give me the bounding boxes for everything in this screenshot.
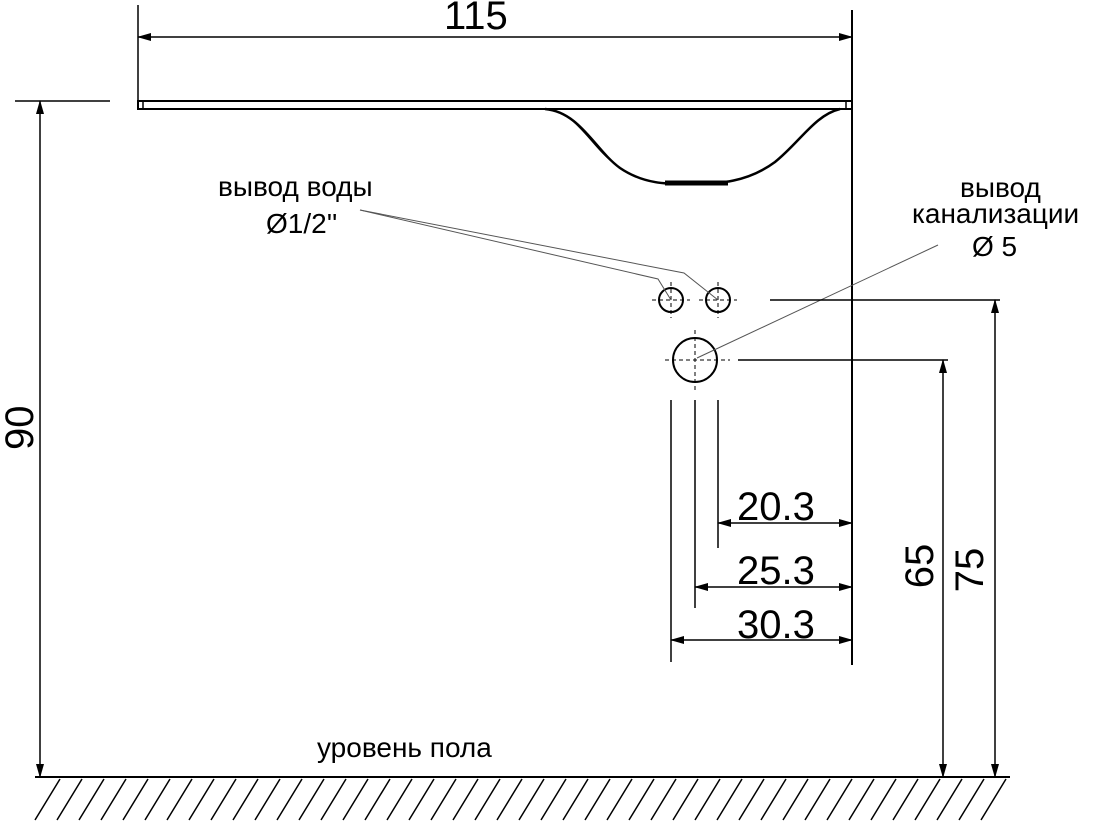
drain-outlet-leader	[696, 244, 939, 359]
drain-outlet-label-line1: вывод	[960, 172, 1041, 203]
drain-outlet-size-label: Ø 5	[972, 231, 1018, 262]
basin-shape	[137, 100, 853, 186]
width-dimension-label: 115	[444, 0, 508, 38]
height-dimension-label: 90	[0, 405, 42, 451]
water-outlet-label: вывод воды	[218, 171, 373, 202]
left-pipe-dimension-label: 30.3	[737, 603, 815, 647]
right-pipe-dimension-label: 20.3	[737, 485, 815, 529]
floor-hatching	[34, 778, 1007, 821]
drain-outlet	[665, 330, 730, 392]
water-outlet-leader	[359, 209, 719, 301]
water-outlet-size-label: Ø1/2''	[266, 208, 338, 239]
middle-pipe-dimension-label: 25.3	[737, 549, 815, 593]
floor-level-label: уровень пола	[317, 732, 492, 763]
drain-height-dimension-label: 65	[898, 543, 942, 589]
drain-outlet-label-line2: канализации	[912, 198, 1080, 229]
water-height-dimension-label: 75	[948, 547, 992, 593]
